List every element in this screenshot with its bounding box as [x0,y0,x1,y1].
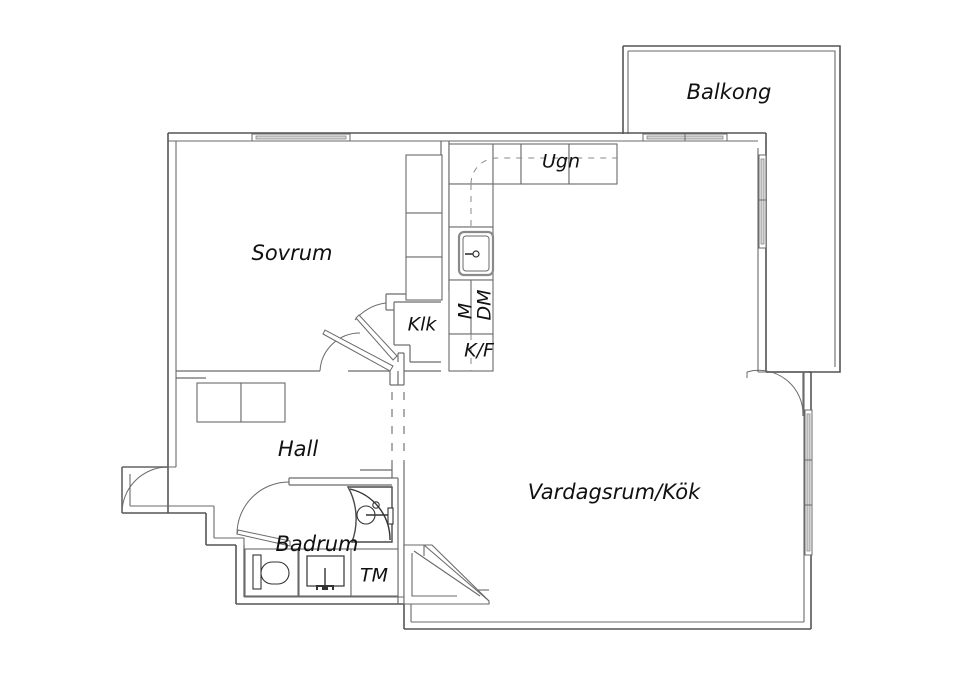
bedroom-wardrobe [405,154,443,301]
room-label-sovrum: Sovrum [251,241,332,265]
toilet [244,548,299,597]
appliance-label-ugn: Ugn [542,151,580,173]
appliance-label-tm: TM [360,565,388,587]
room-label-klk: Klk [408,314,438,336]
wash-basin [298,548,352,597]
balcony-door-swing [746,369,809,417]
appliance-label-dm: DM [474,289,496,320]
appliance-labels: Ugn M DM K/F TM [360,151,580,587]
bedroom-door-swing [319,329,394,372]
corner-counter [403,544,490,605]
entry-door-swing [121,466,169,514]
room-label-balkong: Balkong [687,80,772,104]
bathroom-door-swing [236,481,291,547]
room-label-vardagsrum-kok: Vardagsrum/Kök [528,480,701,504]
closet-door-swing [354,302,398,361]
room-labels: Balkong Sovrum Hall Badrum Vardagsrum/Kö… [251,80,771,556]
kitchen-sink [457,230,495,277]
hall-cabinets [196,382,286,423]
living-room-window-lower [804,409,813,556]
bedroom-window [251,133,351,142]
living-room-window-upper [758,154,767,249]
room-label-badrum: Badrum [275,532,358,556]
appliance-label-m: M [455,303,477,319]
kitchen-window [642,133,728,142]
room-label-hall: Hall [278,437,318,461]
washing-machine [350,548,399,597]
appliance-label-kf: K/F [464,340,495,362]
corner-shower [346,486,394,543]
